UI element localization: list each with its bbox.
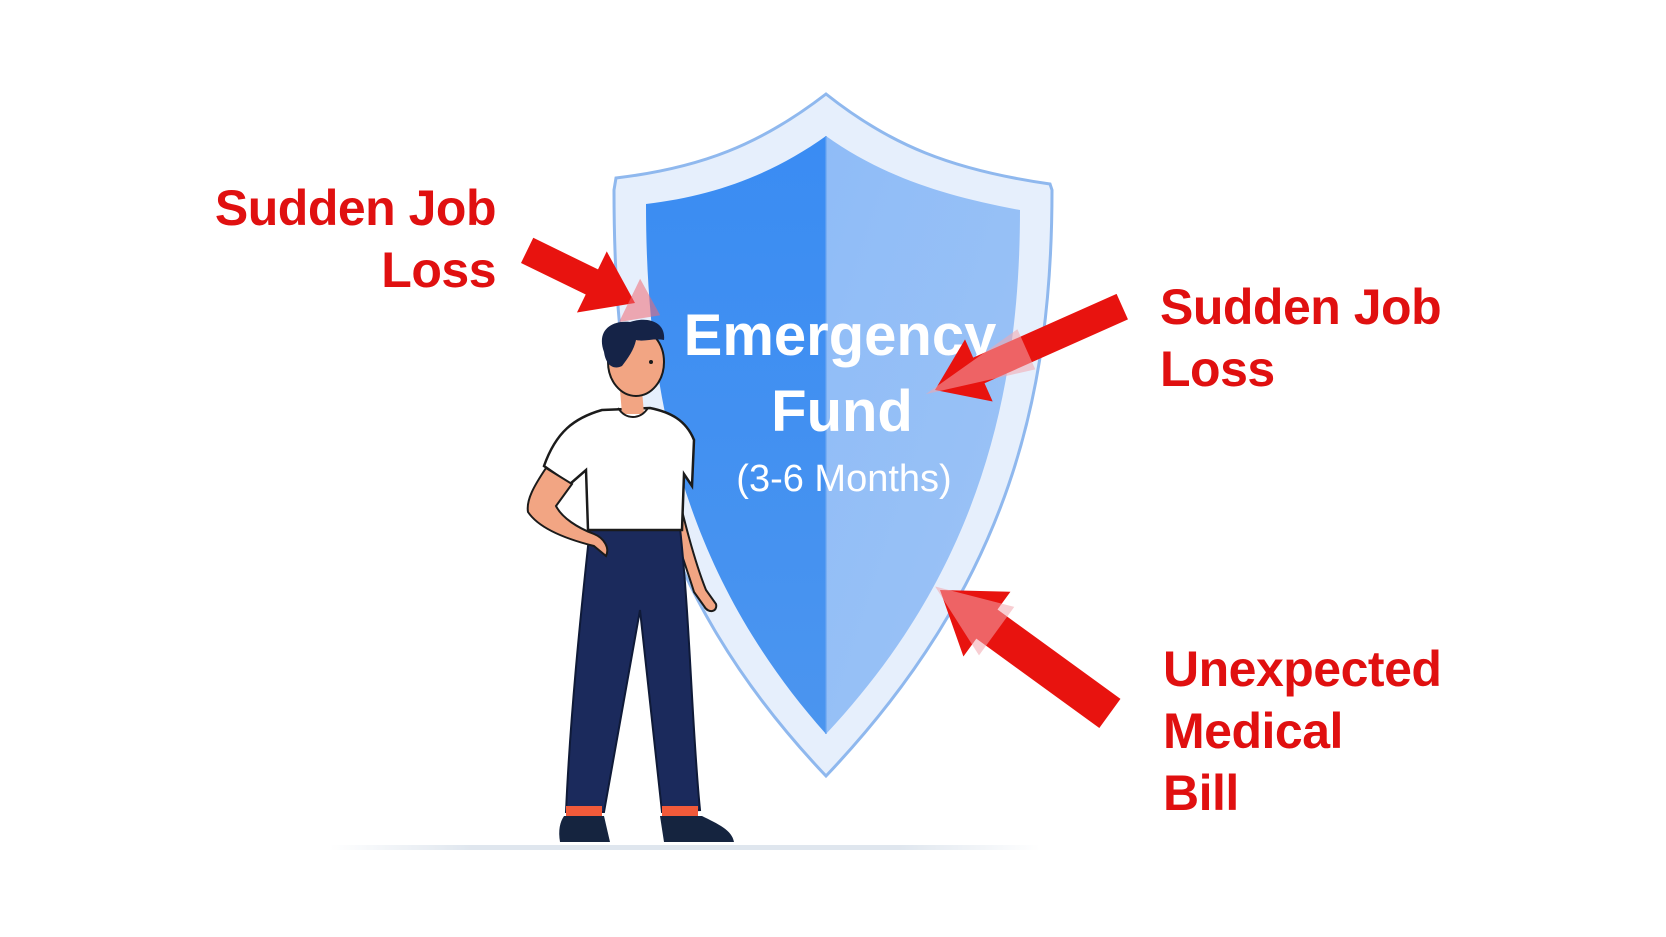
shield-subtitle: (3-6 Months) [736, 458, 951, 500]
shield-icon [612, 92, 1054, 779]
shield-inner-right [826, 136, 1020, 734]
threat-label-job-loss-left: Sudden Job Loss [178, 177, 497, 301]
arrow-icon [521, 237, 661, 322]
threat-line: Bill [1163, 765, 1239, 821]
person-collar [617, 407, 649, 418]
person-hair [601, 319, 665, 368]
person-shoe-right [660, 816, 734, 842]
person-eye [649, 360, 653, 364]
shield-inner-left [646, 136, 826, 734]
threat-line: Sudden Job [214, 180, 497, 236]
person-shoe-left [559, 816, 610, 842]
threat-line: Loss [381, 242, 496, 298]
shield-title-line1: Emergency [684, 303, 997, 368]
arrow-icon [925, 293, 1128, 402]
person-sock-right [662, 806, 698, 816]
threat-line: Medical [1163, 703, 1343, 759]
person-shirt [542, 406, 696, 532]
threat-label-job-loss-right: Sudden Job Loss [1160, 276, 1442, 400]
threat-line: Sudden Job [1160, 279, 1442, 335]
person-pants [564, 527, 702, 814]
person-sock-left [566, 806, 602, 816]
shield-title-line2: Fund [771, 379, 913, 444]
person-figure [526, 319, 734, 842]
threat-label-medical-bill: Unexpected Medical Bill [1163, 638, 1442, 824]
arrow-icon [935, 586, 1121, 728]
threat-line: Loss [1160, 341, 1275, 397]
threat-line: Unexpected [1163, 641, 1442, 697]
ground-line [330, 845, 1040, 850]
person-left-arm [526, 466, 609, 558]
